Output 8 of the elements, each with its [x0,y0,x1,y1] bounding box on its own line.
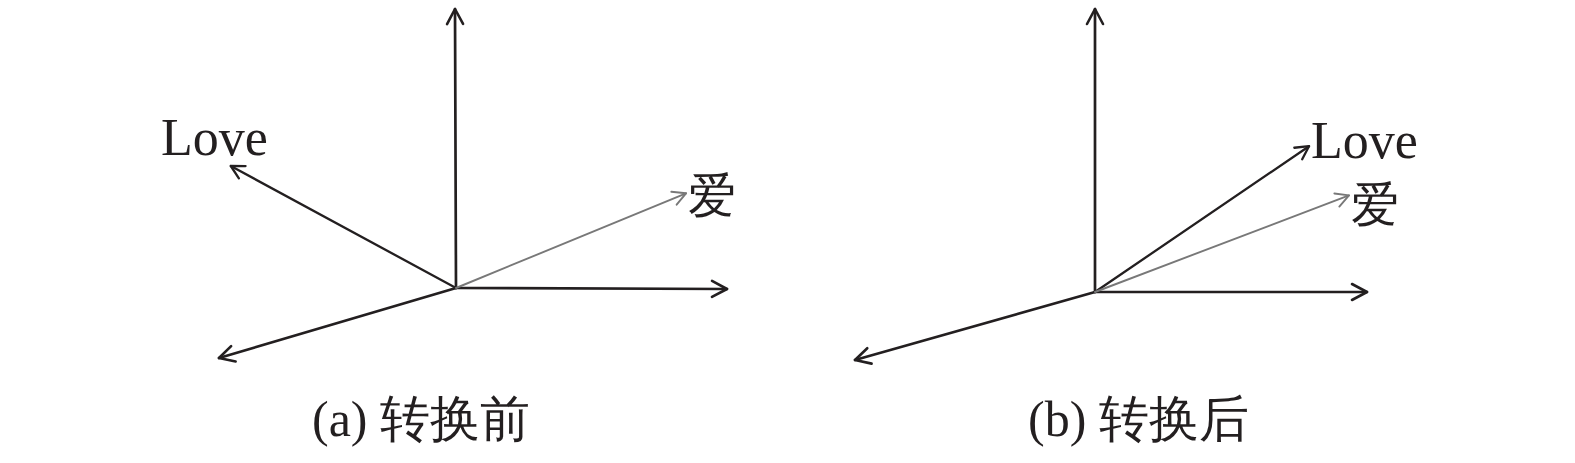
vector-label: 爱 [1351,181,1399,229]
arrow [455,190,687,289]
arrow [1093,145,1311,294]
arrow [229,164,458,290]
vector-label: Love [161,112,268,164]
arrow [1094,192,1350,293]
vector-label: 爱 [688,172,736,220]
vector-label: Love [1311,115,1418,167]
